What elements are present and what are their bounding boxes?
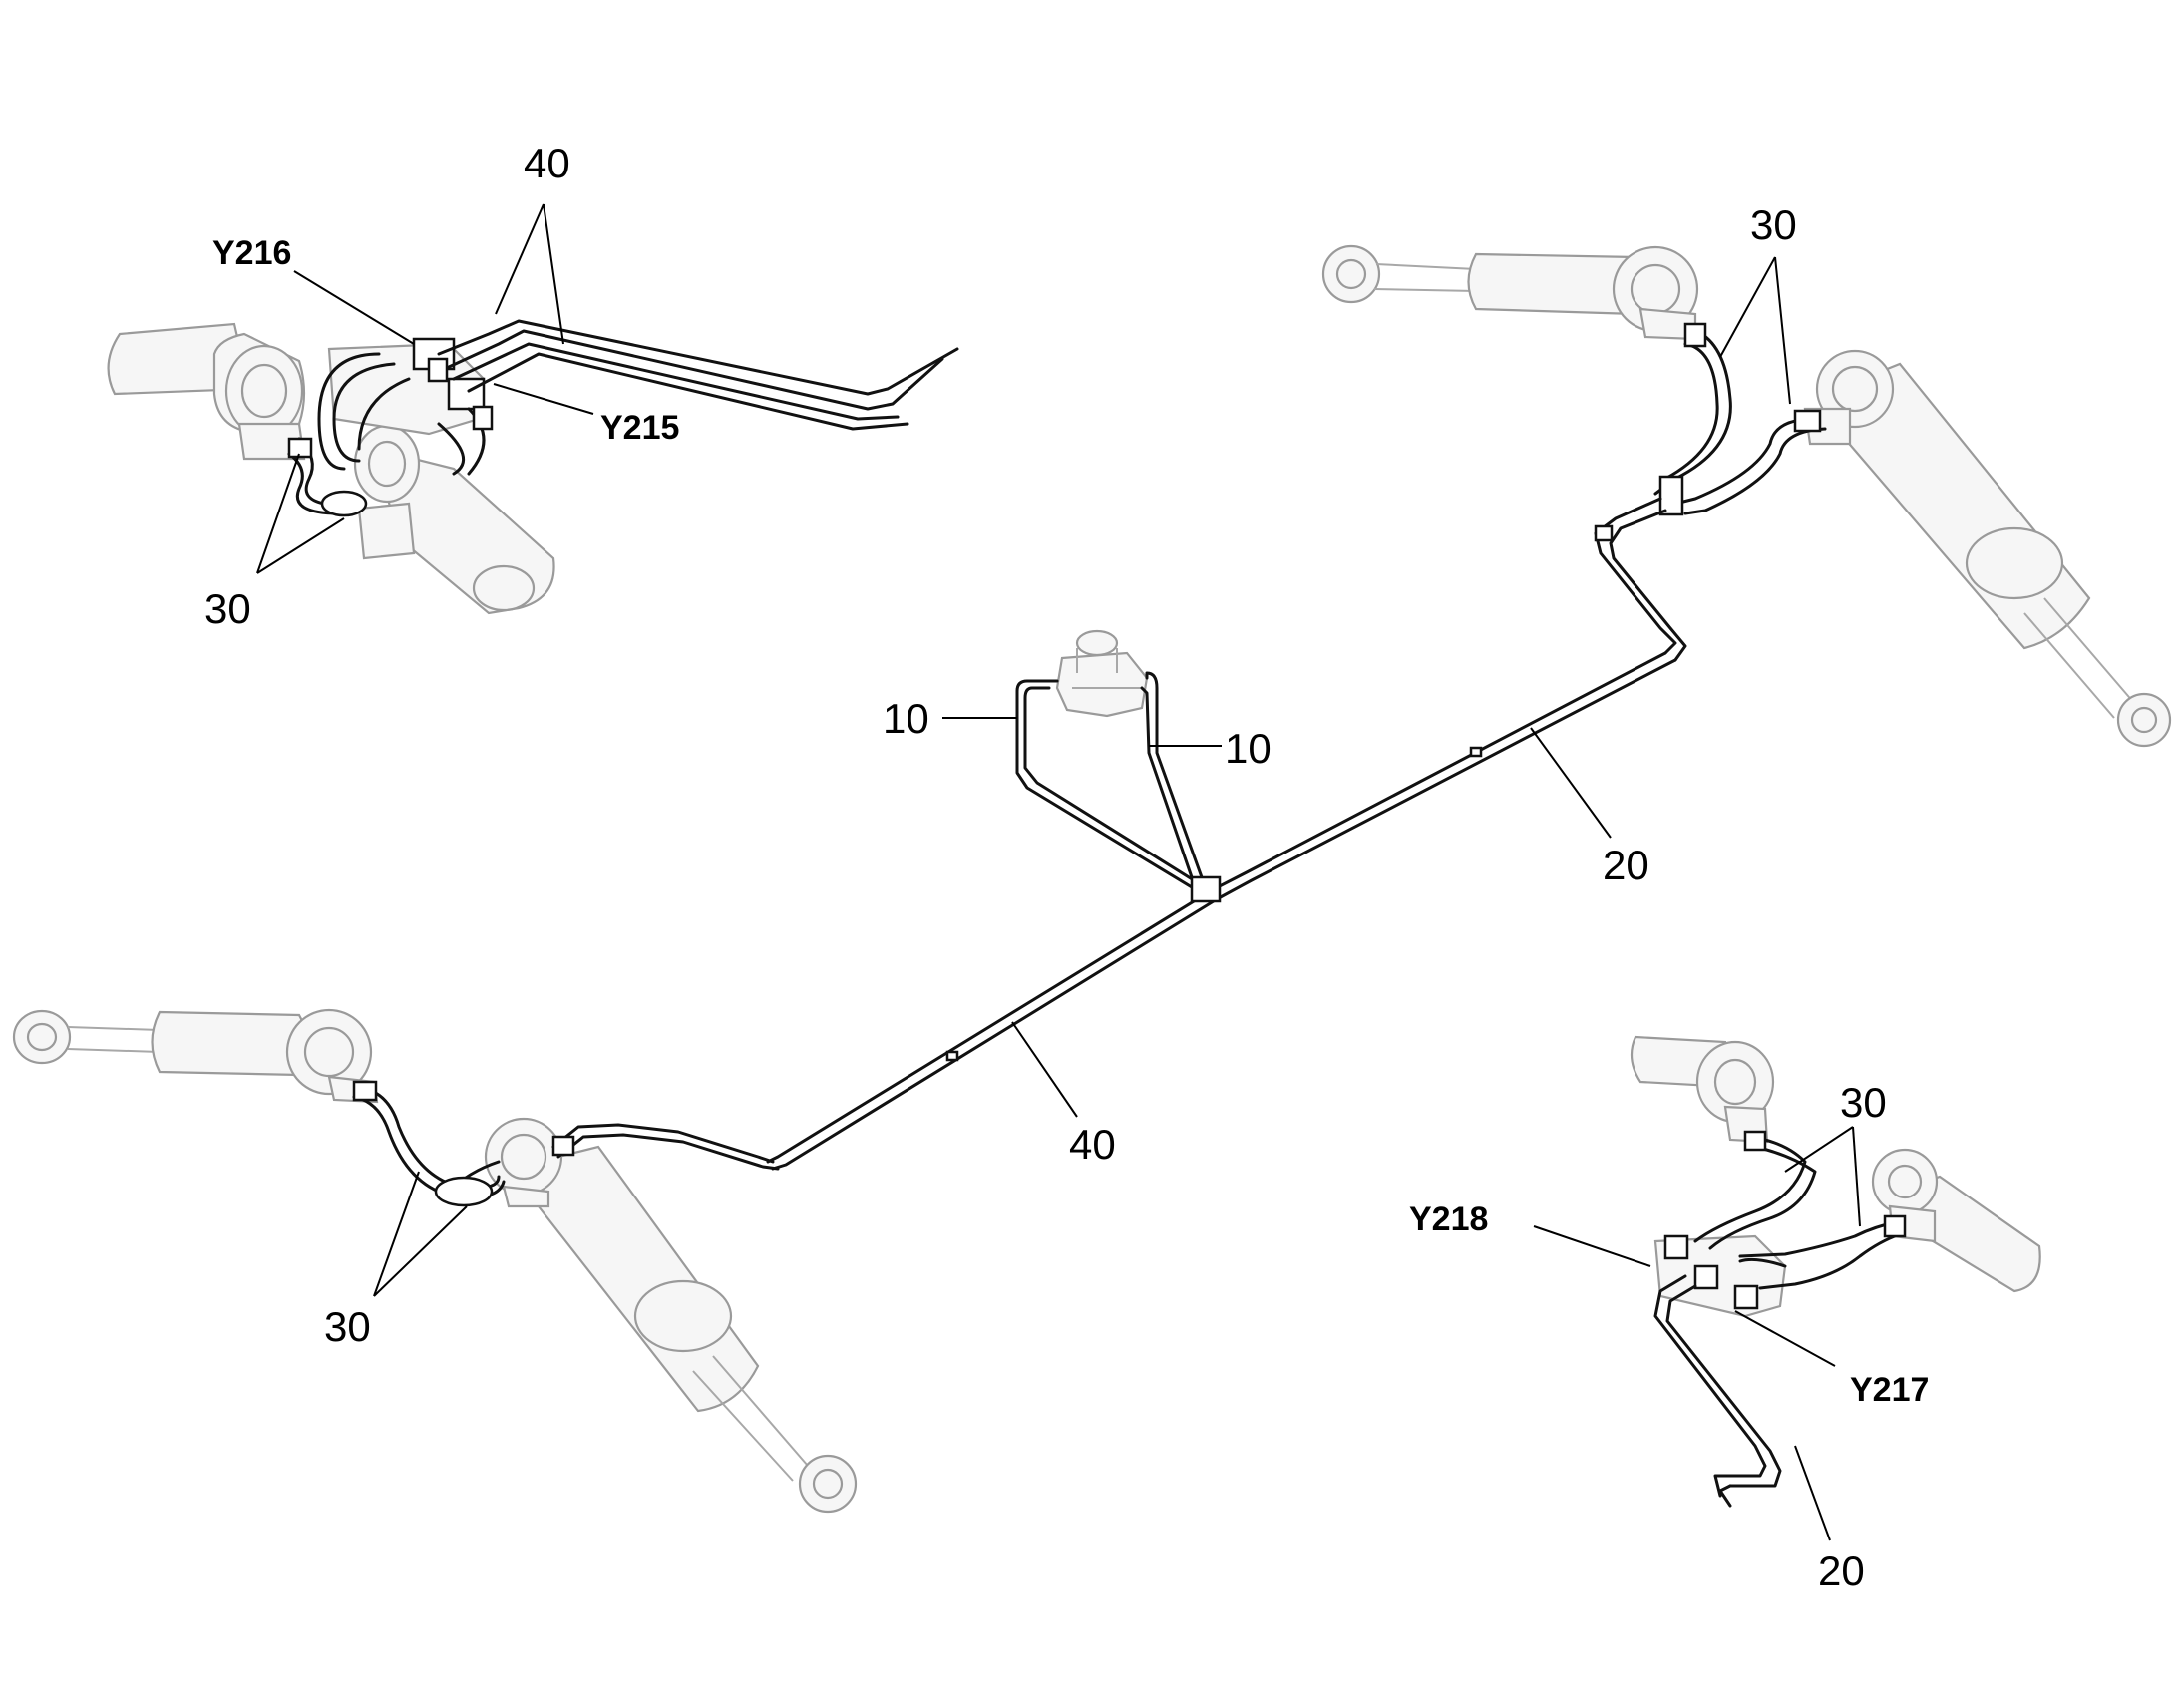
label-right-20: 20: [1603, 842, 1649, 888]
label-top-right-30: 30: [1750, 201, 1797, 248]
valve-block-y217-y218: [1653, 1234, 1787, 1318]
label-y215: Y215: [600, 409, 679, 447]
hoses-30-top-left: [287, 352, 494, 517]
pipe-20-bottom-right: [1653, 1274, 1782, 1508]
leader-lines: [256, 203, 1861, 1541]
label-bottom-right-20: 20: [1818, 1547, 1865, 1594]
label-center-40: 40: [1069, 1121, 1116, 1168]
pipe-40-top: [437, 319, 959, 431]
cylinder-top-left-b: [353, 424, 555, 615]
cylinder-top-right-b: [1803, 349, 2172, 748]
label-bottom-right-30: 30: [1840, 1079, 1887, 1126]
label-y217: Y217: [1850, 1371, 1929, 1409]
callout-labels: 40 Y216 Y215 30 30 10 10 20 40 30 30 Y21…: [204, 140, 1929, 1594]
top-right-assembly: [1321, 244, 2172, 748]
label-center-10-right: 10: [1225, 725, 1272, 772]
label-top-left-40: 40: [524, 140, 570, 186]
pipe-20-top-right-riser: [1594, 497, 1687, 662]
cylinder-top-left-a: [107, 322, 306, 461]
cylinder-top-right-a: [1321, 244, 1699, 341]
label-bottom-left-30: 30: [324, 1303, 371, 1350]
label-y218: Y218: [1409, 1200, 1488, 1238]
label-center-10-left: 10: [883, 695, 929, 742]
bottom-right-assembly: [1630, 1035, 2041, 1508]
cylinder-bottom-left-b: [484, 1117, 858, 1514]
valve-block-y215-y216: [327, 337, 486, 436]
cylinder-bottom-right-b: [1871, 1148, 2041, 1293]
top-left-assembly: [107, 319, 959, 615]
label-top-left-30: 30: [204, 585, 251, 632]
hoses-30-bottom-left: [352, 1080, 506, 1207]
hoses-30-top-right: [1653, 322, 1827, 516]
cylinder-bottom-left-a: [12, 1008, 379, 1104]
center-pump-assembly: [1015, 629, 1222, 903]
label-y216: Y216: [212, 234, 291, 272]
bottom-left-assembly: [12, 1008, 858, 1514]
pipe-40-bottom-left: [551, 1123, 780, 1171]
cylinder-bottom-right-a: [1630, 1035, 1775, 1144]
hoses-30-bottom-right: [1693, 1130, 1907, 1290]
